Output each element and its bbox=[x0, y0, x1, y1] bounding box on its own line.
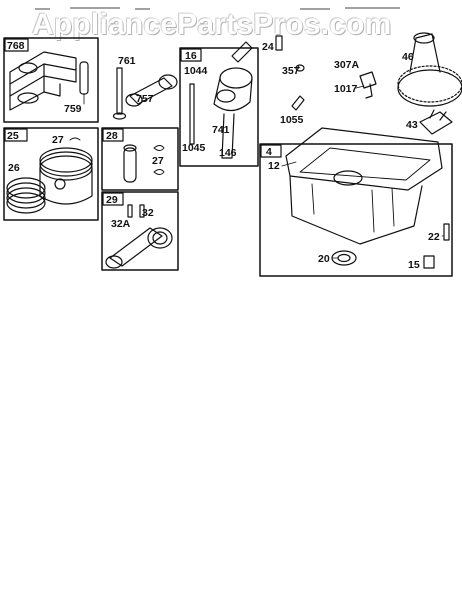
leader-lines bbox=[281, 65, 445, 259]
part-label-43: 43 bbox=[406, 119, 418, 131]
pin-1044-icon bbox=[189, 83, 195, 145]
box-768 bbox=[3, 37, 99, 123]
part-label-20: 20 bbox=[318, 253, 330, 265]
plug-15-icon bbox=[423, 255, 435, 269]
box-label-768: 768 bbox=[7, 40, 25, 52]
part-label-761: 761 bbox=[118, 55, 136, 67]
part-label-15: 15 bbox=[408, 259, 420, 271]
bolt-22-icon bbox=[443, 223, 450, 241]
part-label-24: 24 bbox=[262, 41, 274, 53]
watermark-text: AppliancePartsPros.com bbox=[32, 8, 392, 41]
bracket-part-icon bbox=[9, 51, 77, 111]
part-label-32a: 32A bbox=[111, 218, 131, 230]
part-label-757: 757 bbox=[136, 93, 154, 105]
box-label-29: 29 bbox=[106, 194, 118, 206]
governor-part-43-icon bbox=[419, 109, 453, 135]
piston-icon bbox=[39, 147, 93, 205]
connecting-rod-icon bbox=[105, 227, 173, 269]
piston-rings-icon bbox=[6, 177, 46, 214]
part-label-46: 46 bbox=[402, 51, 414, 63]
part-label-27-box25: 27 bbox=[52, 134, 64, 146]
part-label-759: 759 bbox=[64, 103, 82, 115]
part-357-icon bbox=[295, 64, 305, 72]
box-29 bbox=[101, 191, 179, 271]
part-307a-icon bbox=[359, 71, 377, 99]
part-1055-icon bbox=[291, 95, 305, 111]
crankshaft-icon bbox=[213, 41, 253, 159]
watermark-top-strip bbox=[0, 0, 462, 10]
box-label-4: 4 bbox=[266, 146, 272, 158]
piston-pin-icon bbox=[123, 144, 137, 183]
rod-bolts-icon bbox=[127, 204, 145, 218]
part-label-357: 357 bbox=[282, 65, 300, 77]
part-label-26: 26 bbox=[8, 162, 20, 174]
pin-759-icon bbox=[79, 61, 89, 105]
box-label-28: 28 bbox=[106, 130, 118, 142]
part-label-22: 22 bbox=[428, 231, 440, 243]
part-label-1045: 1045 bbox=[182, 142, 206, 154]
crankcase-icon bbox=[285, 127, 443, 245]
box-label-16: 16 bbox=[185, 50, 197, 62]
box-16 bbox=[179, 41, 259, 167]
part-label-1017: 1017 bbox=[334, 83, 358, 95]
cam-gear-icon bbox=[397, 32, 462, 107]
watermark-banner: AppliancePartsPros.com bbox=[0, 0, 462, 41]
bolt-761-icon bbox=[112, 67, 127, 120]
box-label-25: 25 bbox=[7, 130, 19, 142]
part-label-307a: 307A bbox=[334, 59, 360, 71]
part-label-1044: 1044 bbox=[184, 65, 208, 77]
box-4 bbox=[259, 127, 453, 277]
box-25 bbox=[3, 127, 99, 221]
part-label-27-box28: 27 bbox=[152, 155, 164, 167]
part-label-146: 146 bbox=[219, 147, 237, 159]
part-24-icon bbox=[275, 35, 283, 51]
connecting-rod-757-icon bbox=[125, 74, 178, 107]
box-28 bbox=[101, 127, 179, 191]
part-label-12: 12 bbox=[268, 160, 280, 172]
part-label-1055: 1055 bbox=[280, 114, 304, 126]
part-label-32: 32 bbox=[142, 207, 154, 219]
part-label-741: 741 bbox=[212, 124, 230, 136]
